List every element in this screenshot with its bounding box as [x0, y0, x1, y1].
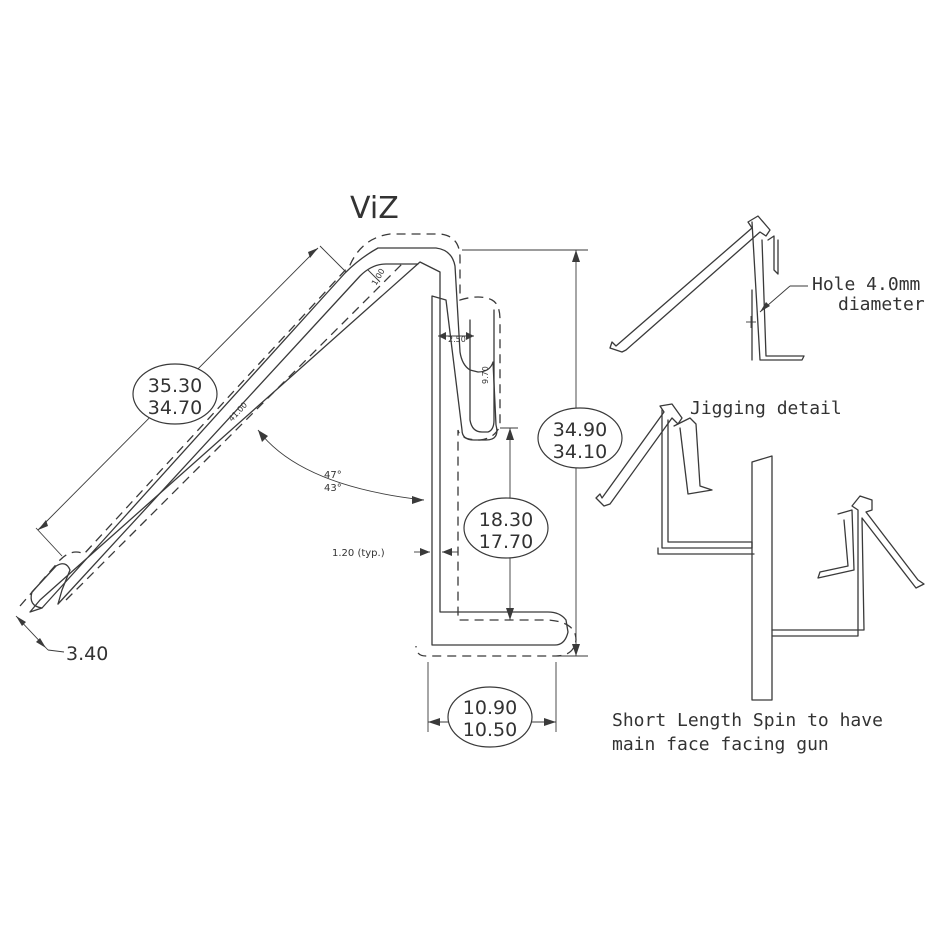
- main-profile: [19, 233, 577, 657]
- angle-lower: 43°: [324, 483, 342, 494]
- overall-height-upper: 34.90: [553, 419, 607, 441]
- flange-length-ellipse: [132, 363, 218, 425]
- profile-dashed-flange: [65, 263, 403, 601]
- slot-width: 2.50: [448, 335, 466, 344]
- lip-dimension: 3.40: [66, 643, 108, 665]
- spin-note-line1: Short Length Spin to have: [612, 710, 883, 731]
- slot-depth: 9.70: [481, 366, 490, 384]
- centerline-length: 41.00: [227, 400, 249, 423]
- angle-upper: 47°: [324, 470, 342, 481]
- hole-detail: [609, 215, 808, 361]
- profile-dashed-outline: [19, 233, 577, 657]
- profile-flange-inner: [57, 263, 419, 605]
- tip-offset: 1.00: [370, 267, 387, 287]
- jigging-detail: [595, 403, 925, 701]
- thickness-dimension: 1.20 (typ.): [332, 548, 385, 559]
- inner-height-ellipse: [463, 497, 549, 559]
- jigging-note: Jigging detail: [690, 398, 842, 419]
- profile-outer-contour: [29, 247, 569, 646]
- inner-height-lower: 17.70: [479, 531, 533, 553]
- drawing-title: ViZ: [350, 191, 399, 226]
- profile-hook: [30, 563, 71, 609]
- base-width-lower: 10.50: [463, 719, 517, 741]
- base-width-upper: 10.90: [463, 697, 517, 719]
- flange-length-upper: 35.30: [148, 375, 202, 397]
- spin-note-line2: main face facing gun: [612, 734, 829, 755]
- flange-length-lower: 34.70: [148, 397, 202, 419]
- base-width-ellipse: [447, 686, 533, 748]
- profile-slot: [469, 309, 495, 433]
- overall-height-ellipse: [537, 407, 623, 469]
- overall-height-lower: 34.10: [553, 441, 607, 463]
- hole-note-line2: diameter: [838, 294, 925, 315]
- inner-height-upper: 18.30: [479, 509, 533, 531]
- hole-note-line1: Hole 4.0mm: [812, 274, 920, 295]
